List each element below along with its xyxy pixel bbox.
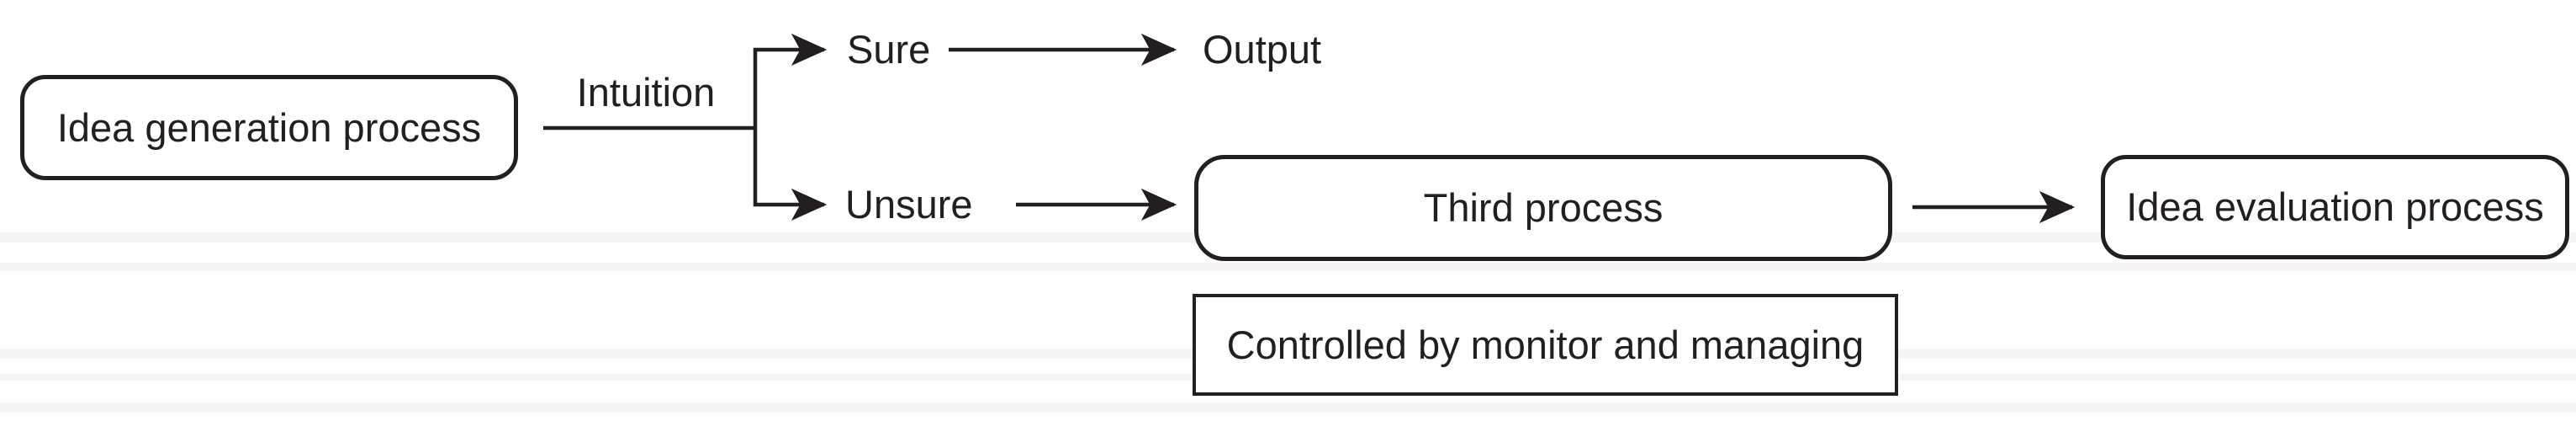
node-idea-evaluation-process: Idea evaluation process	[2101, 155, 2569, 259]
node-idea-generation-process: Idea generation process	[20, 75, 518, 180]
connector-branch-to-sure	[753, 50, 824, 128]
node-controlled-label: Controlled by monitor and managing	[1226, 322, 1865, 367]
node-controlled-by-monitor: Controlled by monitor and managing	[1193, 294, 1898, 396]
label-unsure: Unsure	[845, 182, 973, 226]
edge-label-intuition: Intuition	[576, 70, 716, 115]
node-third-process-label: Third process	[1423, 185, 1664, 231]
node-idea-generation-label: Idea generation process	[56, 104, 482, 150]
label-sure: Sure	[847, 27, 931, 72]
node-idea-evaluation-label: Idea evaluation process	[2126, 184, 2544, 230]
node-third-process: Third process	[1194, 155, 1892, 261]
label-output: Output	[1203, 27, 1322, 72]
connector-branch-to-unsure	[753, 128, 824, 205]
